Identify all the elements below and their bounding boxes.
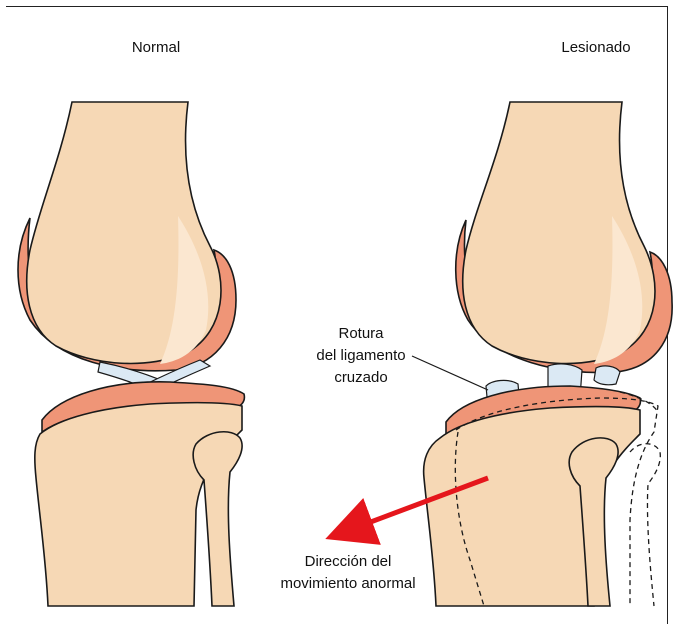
direction-label-line1: Dirección del: [305, 553, 392, 570]
injured-ligament-stump-right: [594, 366, 620, 385]
original-fibula-position-outline: [630, 444, 660, 606]
rupture-label-line3: cruzado: [334, 369, 387, 386]
rupture-label-line1: Rotura: [338, 325, 384, 342]
rupture-label-line2: del ligamento: [316, 347, 405, 364]
normal-fibula: [193, 432, 242, 606]
rupture-leader-line: [412, 356, 488, 390]
normal-title: Normal: [132, 39, 180, 56]
direction-label-line2: movimiento anormal: [280, 575, 415, 592]
normal-knee: [18, 102, 244, 606]
injured-title: Lesionado: [561, 39, 630, 56]
